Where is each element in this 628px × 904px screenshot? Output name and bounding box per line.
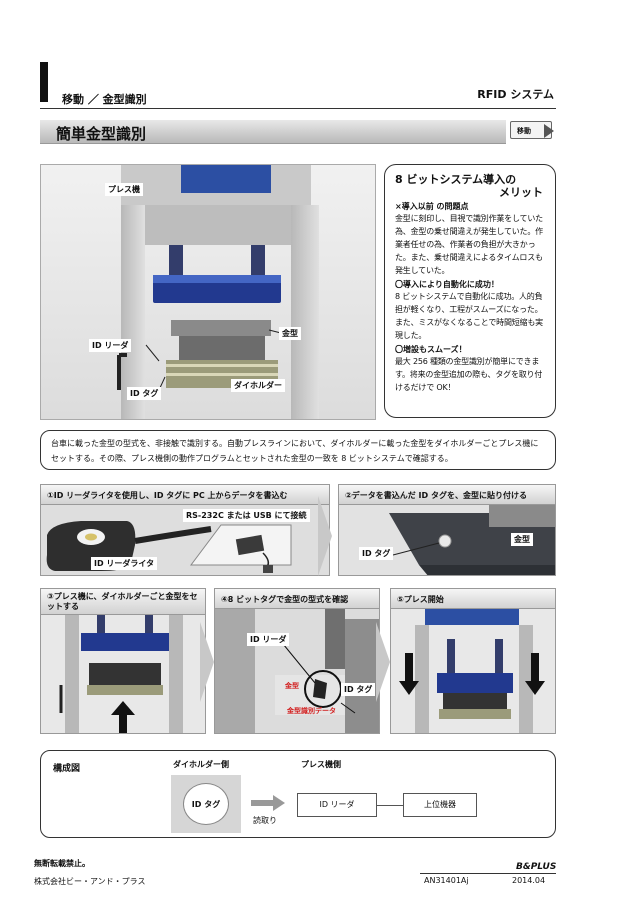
step-5-label: ⑤プレス開始 [391,589,555,609]
die-id-data-label: 金型識別データ [287,707,336,715]
tag-mounting-illustration [339,505,555,575]
merit-title-2: メリット [499,186,543,199]
chevron-right-icon-2 [200,622,214,702]
press-machine-illustration [117,165,319,419]
step-2-panel: ②データを書込んだ ID タグを、金型に貼り付ける ID タグ 金型 [338,484,556,576]
merit-body-expansion: 最大 256 種類の金型識別が簡単にできます。将来の金型追加の際も、タグを取り付… [395,357,543,392]
id-reader-node: ID リーダ [297,793,377,817]
verify-tag-label: ID タグ [341,683,376,696]
merit-body-automation: 8 ビットシステムで自動化に成功。人的負担が軽くなり、工程がスムーズになった。ま… [395,292,543,340]
press-start-illustration [391,609,555,733]
merit-heading-automation: 〇導入により自動化に成功！ [395,280,499,289]
press-label: プレス機 [105,183,143,196]
merit-body-problem: 金型に刻印し、目視で識別作業をしていた為、金型の乗せ間違えが発生していた。作業者… [395,214,543,275]
main-illustration: プレス機 ID リーダ 金型 ID タグ ダイホルダー [40,164,376,420]
application-description: 台車に載った金型の型式を、非接触で識別する。自動プレスラインにおいて、ダイホルダ… [40,430,556,470]
id-reader-label: ID リーダ [89,339,132,352]
publish-date: 2014.04 [512,876,546,885]
document-number: AN31401Aj [424,876,469,885]
tag-verify-illustration [215,609,379,733]
step-3-label: ③プレス機に、ダイホルダーごと金型をセットする [41,589,205,615]
merit-heading-problem: ×導入以前 の問題点 [395,202,469,211]
id-tag-label: ID タグ [127,387,162,400]
category-title: RFID システム [477,88,554,101]
die-label: 金型 [279,327,301,340]
merit-heading-expansion: 〇増設もスムーズ！ [395,345,467,354]
read-label: 読取り [253,816,277,825]
step-4-label: ④8 ビットタグで金型の型式を確認 [215,589,379,609]
merit-title: 8 ビットシステム導入の [395,173,517,186]
step-3-panel: ③プレス機に、ダイホルダーごと金型をセットする [40,588,206,734]
connector-line [377,805,403,806]
chevron-right-icon-3 [376,622,390,702]
section-breadcrumb: 移動 ／ 金型識別 [62,93,147,106]
page-title: 簡単金型識別 [56,125,147,143]
reader-writer-label: ID リーダライタ [91,557,158,570]
verify-die-label: 金型 [285,682,299,690]
config-title: 構成図 [53,764,81,774]
die-set-illustration [41,615,205,733]
arrow-right-icon [544,124,554,138]
chevron-right-icon [318,496,332,576]
step-5-panel: ⑤プレス開始 [390,588,556,734]
title-band [40,120,506,144]
die-label-2: 金型 [511,533,533,546]
copyright-notice: 無断転載禁止。 [34,859,90,868]
header-divider [40,108,556,109]
step-1-panel: ①ID リーダライタを使用し、ID タグに PC 上からデータを書込む RS-2… [40,484,330,576]
step-2-label: ②データを書込んだ ID タグを、金型に貼り付ける [339,485,555,505]
arrow-right-icon-2 [251,795,285,811]
brand-logo: B&PLUS [516,862,557,872]
header-marker [40,62,48,102]
id-tag-node: ID タグ [183,783,229,825]
press-side-label: プレス機側 [301,760,341,769]
merit-box: 8 ビットシステム導入の メリット ×導入以前 の問題点 金型に刻印し、目視で識… [384,164,556,418]
die-holder-label: ダイホルダー [231,379,285,392]
tag-label: ID タグ [359,547,394,560]
step-4-panel: ④8 ビットタグで金型の型式を確認 ID リーダ ID タグ 金型 金型識別デー… [214,588,380,734]
step-1-label: ①ID リーダライタを使用し、ID タグに PC 上からデータを書込む [41,485,329,505]
company-name: 株式会社ビー・アンド・プラス [34,877,146,886]
connection-note: RS-232C または USB にて接続 [183,509,310,522]
system-configuration: 構成図 ダイホルダー側 プレス機側 ID タグ 読取り ID リーダ 上位機器 [40,750,556,838]
footer-divider [420,873,556,874]
die-side-label: ダイホルダー側 [173,760,229,769]
verify-reader-label: ID リーダ [247,633,290,646]
host-node: 上位機器 [403,793,477,817]
